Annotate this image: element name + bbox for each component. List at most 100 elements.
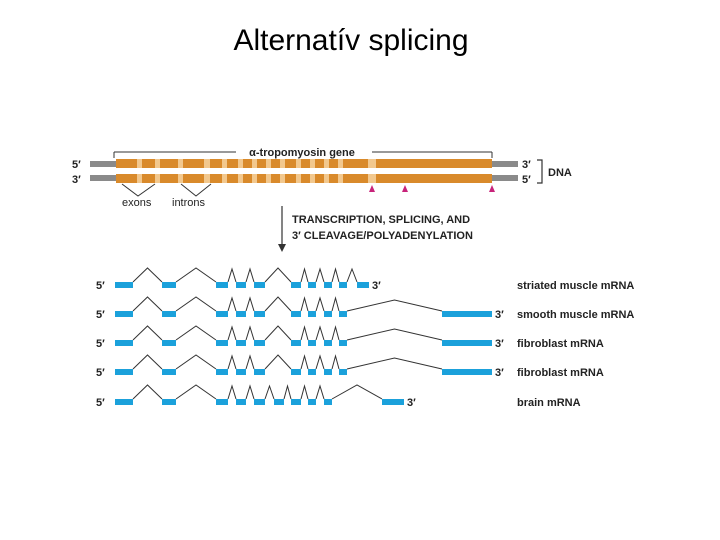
dna-intron-gap	[338, 174, 343, 183]
dna-intron-gap	[204, 174, 210, 183]
introns-label: introns	[172, 197, 206, 209]
exon-block	[236, 282, 246, 288]
intron-splice-line	[300, 384, 309, 400]
exon-block	[236, 340, 246, 346]
dna-top-5prime: 5′	[72, 159, 81, 171]
exon-block	[339, 311, 347, 317]
mrna-row: 5′3′fibroblast mRNA	[96, 325, 604, 350]
mrna-label: brain mRNA	[517, 397, 581, 409]
exon-block	[115, 399, 133, 405]
intron-splice-line	[245, 296, 255, 312]
dna-bottom-5prime: 5′	[522, 174, 531, 186]
intron-splice-line	[245, 354, 255, 370]
exon-block	[254, 340, 265, 346]
intron-splice-line	[245, 325, 255, 341]
exon-block	[308, 311, 316, 317]
intron-splice-line	[346, 328, 443, 341]
mrna-row: 5′3′striated muscle mRNA	[96, 267, 634, 292]
dna-intron-gap	[368, 174, 376, 183]
exon-block	[162, 311, 176, 317]
exon-block	[115, 282, 133, 288]
dna-right-end-bottom	[492, 175, 518, 181]
dna-intron-gap	[178, 159, 183, 168]
dna-bracket	[537, 159, 543, 184]
polya-site-marker	[489, 185, 495, 192]
dna-intron-gap	[222, 174, 227, 183]
dna-intron-gap	[324, 174, 329, 183]
mrna-row: 5′3′brain mRNA	[96, 384, 581, 409]
exon-block	[236, 311, 246, 317]
intron-splice-line	[227, 267, 237, 283]
slide-title: Alternatív splicing	[233, 24, 469, 57]
dna-intron-gap	[204, 159, 210, 168]
intron-splice-line	[132, 384, 163, 400]
dna-intron-gap	[324, 159, 329, 168]
dna-right-end-top	[492, 161, 518, 167]
exon-block	[339, 340, 347, 346]
dna-double-strand	[90, 159, 518, 183]
exon-block	[308, 399, 316, 405]
exon-block	[216, 311, 228, 317]
mrna-row: 5′3′smooth muscle mRNA	[96, 296, 634, 321]
dna-intron-gap	[296, 174, 301, 183]
intron-splice-line	[264, 354, 292, 370]
intron-splice-line	[245, 384, 255, 400]
dna-intron-gap	[266, 159, 271, 168]
exon-block	[339, 369, 347, 375]
intron-splice-line	[283, 384, 292, 400]
intron-splice-line	[315, 296, 325, 312]
intron-splice-line	[175, 384, 217, 400]
dna-intron-gap	[137, 159, 142, 168]
intron-splice-line	[132, 325, 163, 341]
intron-splice-line	[346, 267, 358, 283]
exon-block	[291, 340, 301, 346]
intron-splice-line	[132, 354, 163, 370]
exon-block	[254, 399, 265, 405]
intron-splice-line	[264, 267, 292, 283]
mrna-5prime: 5′	[96, 309, 105, 321]
dna-intron-gap	[238, 174, 243, 183]
exon-block	[115, 340, 133, 346]
dna-intron-gap	[280, 159, 285, 168]
dna-intron-gap	[296, 159, 301, 168]
dna-strand-top	[116, 159, 492, 168]
polyadenylation-sites	[369, 185, 495, 192]
intron-splice-line	[175, 267, 217, 283]
intron-splice-line	[175, 354, 217, 370]
dna-strand-bottom	[116, 174, 492, 183]
exon-block	[291, 282, 301, 288]
dna-bottom-3prime: 3′	[72, 174, 81, 186]
dna-intron-gap	[280, 174, 285, 183]
polya-site-marker	[402, 185, 408, 192]
exon-block	[236, 369, 246, 375]
intron-splice-line	[264, 384, 275, 400]
exon-block	[324, 340, 332, 346]
exon-block	[442, 369, 492, 375]
mrna-5prime: 5′	[96, 280, 105, 292]
exon-block	[162, 282, 176, 288]
dna-intron-gap	[252, 174, 257, 183]
exon-block	[324, 399, 332, 405]
intron-splice-line	[315, 354, 325, 370]
mrna-label: smooth muscle mRNA	[517, 309, 634, 321]
dna-intron-gap	[252, 159, 257, 168]
exon-intron-pointers	[121, 183, 212, 197]
intron-splice-line	[300, 296, 309, 312]
mrna-3prime: 3′	[495, 338, 504, 350]
intron-splice-line	[315, 267, 325, 283]
mrna-3prime: 3′	[495, 367, 504, 379]
exon-block	[162, 399, 176, 405]
dna-intron-gap	[310, 159, 315, 168]
mrna-label: fibroblast mRNA	[517, 338, 604, 350]
exon-block	[162, 340, 176, 346]
intron-splice-line	[331, 296, 340, 312]
intron-splice-line	[315, 384, 325, 400]
mrna-5prime: 5′	[96, 397, 105, 409]
intron-splice-line	[315, 325, 325, 341]
dna-intron-gap	[178, 174, 183, 183]
dna-top-3prime: 3′	[522, 159, 531, 171]
intron-splice-line	[132, 267, 163, 283]
exon-block	[216, 399, 228, 405]
dna-intron-gap	[155, 159, 160, 168]
